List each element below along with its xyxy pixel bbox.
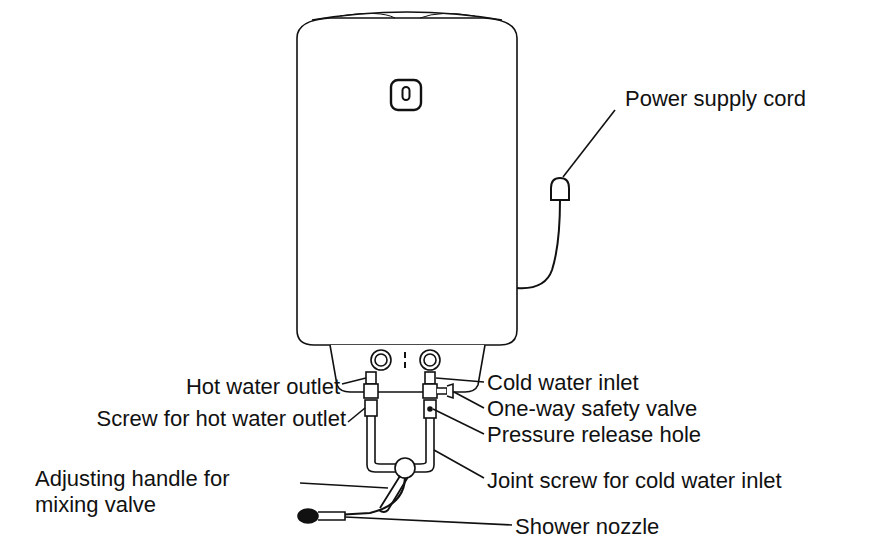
callout-label: Screw for hot water outlet bbox=[97, 406, 346, 432]
cold-inlet-fitting bbox=[420, 350, 440, 370]
mixing-valve bbox=[395, 458, 415, 478]
safety-valve-body bbox=[423, 384, 437, 398]
callout-label: One-way safety valve bbox=[487, 396, 697, 422]
cap-mark bbox=[404, 352, 406, 358]
hot-outlet-fitting-inner bbox=[375, 354, 387, 366]
shower-hose bbox=[318, 478, 405, 516]
hot-pipe bbox=[367, 416, 396, 472]
bottom-cap bbox=[330, 345, 485, 392]
pressure-release-hole bbox=[428, 407, 432, 411]
leader-line bbox=[436, 378, 484, 382]
safety-valve-lever bbox=[437, 388, 447, 394]
leader-line bbox=[433, 409, 484, 434]
callout-label: Power supply cord bbox=[625, 86, 806, 112]
cold-pipe bbox=[414, 418, 434, 472]
callout-label: Adjusting handle for mixing valve bbox=[35, 466, 297, 518]
tank-body bbox=[297, 18, 517, 345]
leader-line bbox=[563, 110, 615, 177]
indicator-mark bbox=[403, 87, 410, 100]
callout-label: Joint screw for cold water inlet bbox=[487, 468, 782, 494]
callout-label: Pressure release hole bbox=[487, 422, 701, 448]
safety-valve-handle bbox=[447, 384, 453, 398]
tank-lid bbox=[312, 12, 502, 20]
hot-outlet-nut bbox=[364, 384, 378, 398]
callout-label: Shower nozzle bbox=[515, 514, 659, 540]
shower-handle bbox=[318, 512, 345, 520]
lid-detail bbox=[340, 13, 475, 18]
power-cord bbox=[517, 200, 560, 288]
leader-line bbox=[434, 450, 484, 478]
shower-nozzle bbox=[298, 509, 318, 523]
cold-inlet-nipple bbox=[425, 372, 435, 384]
callout-label: Hot water outlet bbox=[186, 374, 340, 400]
cold-inlet-fitting-inner bbox=[424, 354, 436, 366]
leader-line bbox=[342, 378, 366, 384]
leader-line bbox=[454, 392, 484, 408]
hot-outlet-screw bbox=[365, 400, 377, 416]
cap-mark bbox=[404, 362, 406, 368]
leader-line bbox=[345, 517, 512, 525]
hot-outlet-fitting bbox=[371, 350, 391, 370]
indicator-badge bbox=[391, 80, 421, 110]
leader-line bbox=[348, 408, 365, 422]
callout-label: Cold water inlet bbox=[487, 370, 639, 396]
leader-line bbox=[300, 483, 388, 488]
hot-outlet-nipple bbox=[366, 372, 376, 384]
power-plug bbox=[551, 178, 569, 200]
